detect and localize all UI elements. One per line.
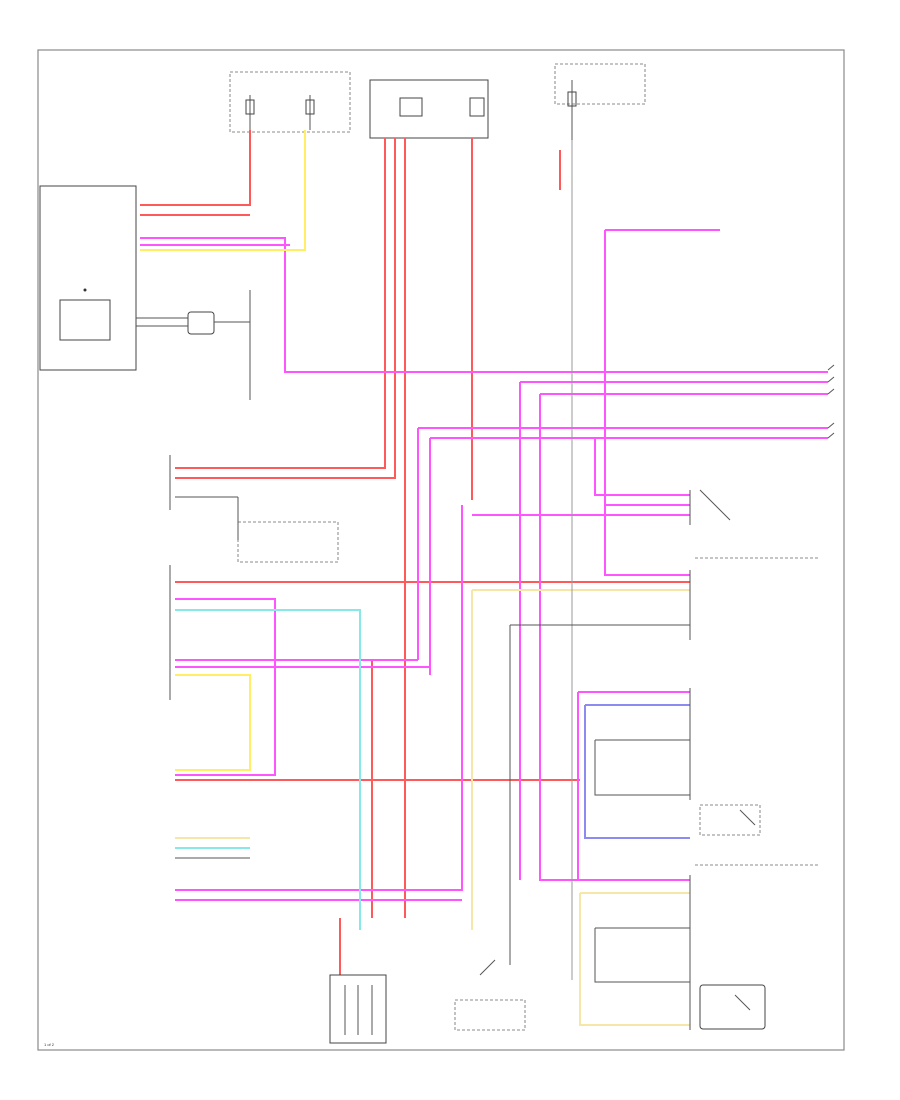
fuse-block-top-left (229, 71, 351, 133)
instrument-cluster-module (39, 185, 137, 371)
bottom-switch (454, 959, 526, 1031)
signal-wires (140, 130, 690, 1026)
ground-wires (175, 140, 690, 983)
bottom-center-connector (329, 974, 387, 1044)
mid-left-module (169, 455, 339, 563)
right-terminators (827, 364, 835, 439)
right-connectors (689, 489, 820, 1030)
fuse-block-top-center (369, 79, 489, 139)
fuse-block-top-right (554, 63, 646, 140)
diagram-frame (37, 49, 845, 1051)
door-switch-right (699, 804, 761, 836)
data-wires (140, 229, 828, 901)
door-switch-bottom-right (699, 984, 766, 1030)
ambient-sensor (136, 311, 250, 335)
page-number: 1 of 2 (44, 1042, 55, 1047)
power-wires (140, 130, 690, 975)
